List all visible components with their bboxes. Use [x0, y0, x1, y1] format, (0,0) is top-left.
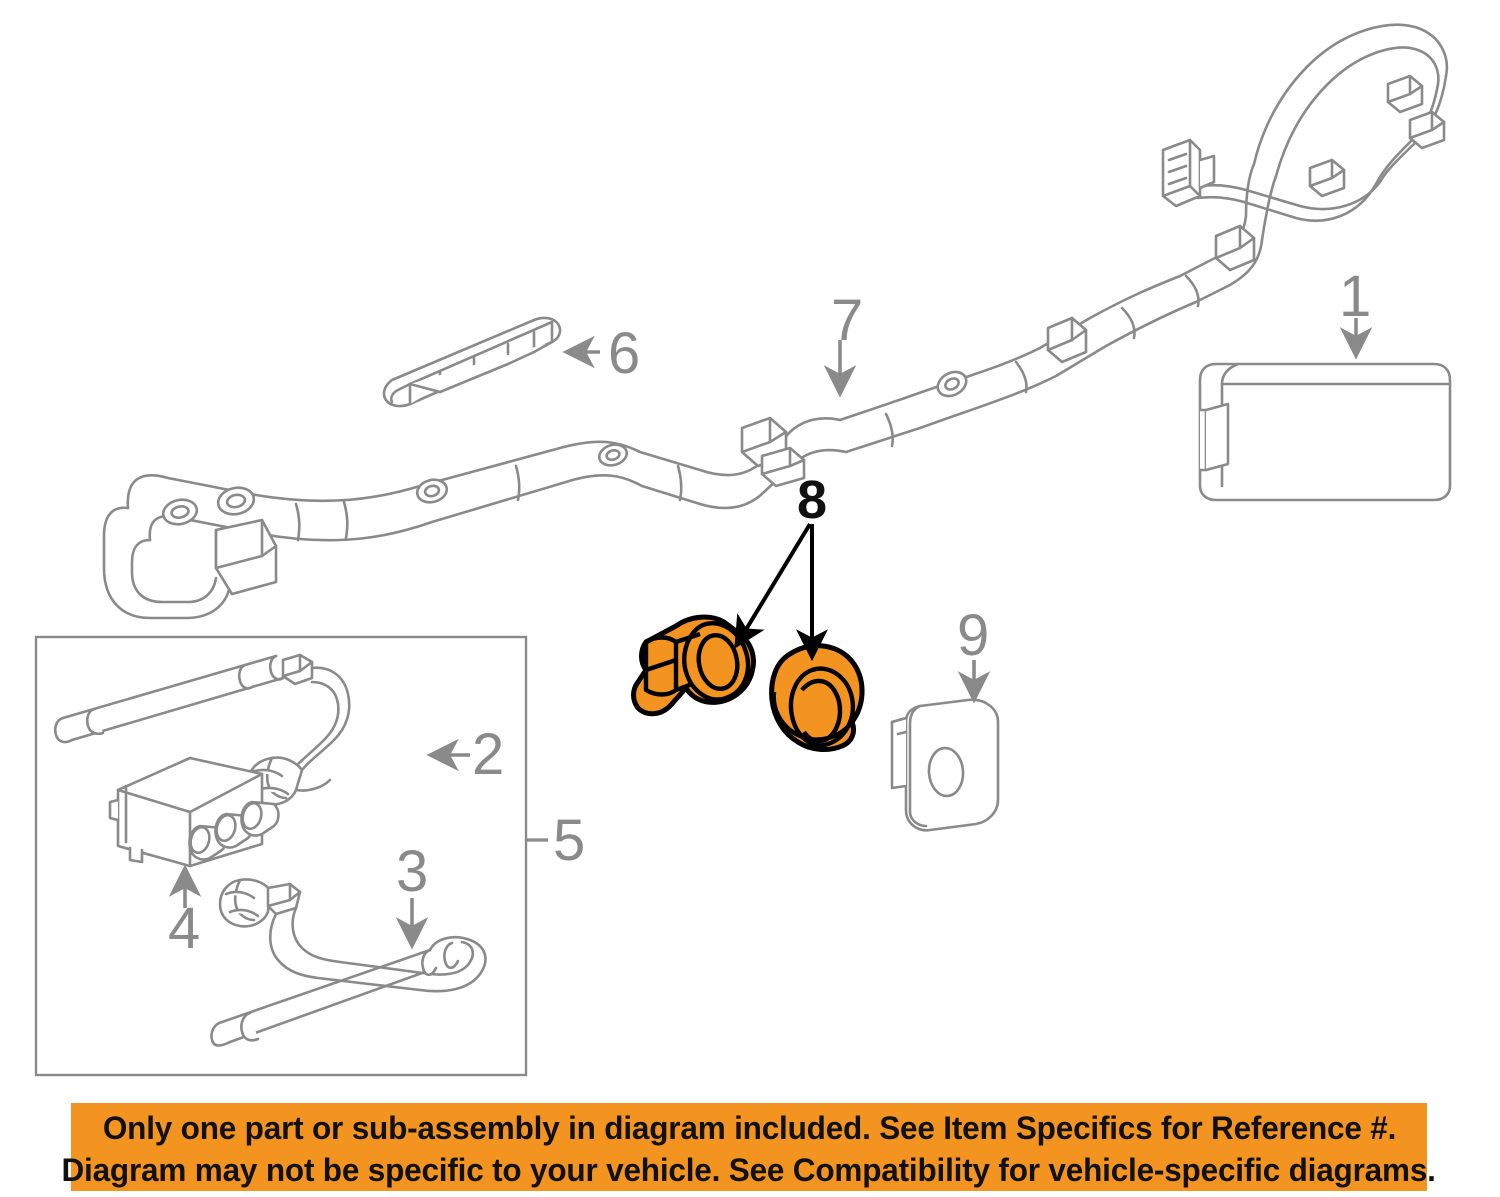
harness-grommets	[161, 370, 968, 526]
harness-inline-connector-b	[760, 446, 806, 488]
wire-harness-group	[102, 23, 1449, 620]
callout-number-2: 2	[472, 722, 505, 787]
leader-8-left	[734, 522, 812, 649]
inset-contents	[53, 653, 487, 1047]
harness-inline-connector-d	[1214, 224, 1256, 272]
harness-segment-bands	[294, 274, 1200, 542]
disclaimer-line-1: Only one part or sub-assembly in diagram…	[102, 1109, 1396, 1146]
harness-main-plug-connector	[1161, 138, 1216, 208]
callout-number-1: 1	[1339, 264, 1372, 329]
part-8-park-assist-sensors	[631, 614, 865, 752]
harness-loop-connector-top	[1386, 74, 1424, 114]
callout-number-3: 3	[396, 839, 429, 904]
part-9-sensor-retainer-bracket	[890, 698, 1000, 832]
callout-number-9: 9	[957, 603, 990, 668]
park-assist-sensor-b-details	[771, 666, 856, 748]
disclaimer-banner: Only one part or sub-assembly in diagram…	[62, 1103, 1436, 1191]
harness-left-connector	[214, 518, 278, 596]
callout-number-4: 4	[168, 896, 201, 961]
harness-inline-connector-c	[1046, 316, 1088, 364]
park-assist-sensor-b	[769, 643, 865, 752]
harness-loop-connector-mid	[1308, 158, 1346, 198]
callout-leaders	[168, 318, 1373, 950]
harness-main-trunk	[102, 214, 1264, 620]
callout-number-7: 7	[831, 288, 864, 353]
disclaimer-line-2: Diagram may not be specific to your vehi…	[61, 1151, 1437, 1188]
callout-number-6: 6	[608, 321, 641, 386]
part-3-lower-hose-assembly	[210, 878, 487, 1047]
callout-number-5: 5	[553, 808, 586, 873]
callout-number-8: 8	[797, 470, 828, 530]
part-5-inset-box	[34, 635, 528, 1077]
harness-loop-connector-right	[1408, 110, 1446, 150]
part-1-control-module	[1198, 362, 1452, 502]
part-4-valve-manifold	[108, 756, 280, 868]
part-6-antenna-bar-module	[382, 316, 562, 408]
